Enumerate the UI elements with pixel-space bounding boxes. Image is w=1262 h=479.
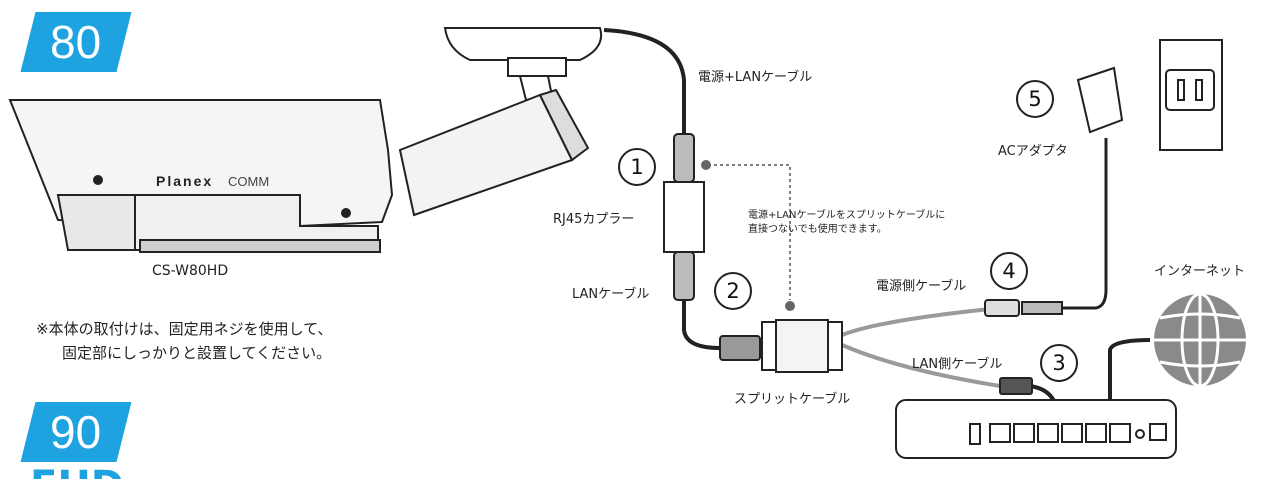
camera-illustration: [8, 27, 602, 253]
outlet-slot-right: [1195, 79, 1203, 101]
power-side-cable-label: 電源側ケーブル: [876, 279, 967, 294]
router-port-4: [1061, 423, 1083, 443]
power-lan-cable-line: [603, 28, 686, 134]
router: [895, 399, 1177, 459]
step-2: 2: [714, 272, 752, 310]
camera-brand-text: Planex: [156, 173, 213, 189]
dot-marker-bottom: [785, 301, 795, 311]
camera-bracket: [398, 93, 574, 217]
router-reset: [1135, 429, 1145, 439]
camera-lower-body: [134, 194, 379, 251]
camera-brand-suffix: COMM: [228, 174, 269, 189]
rj45-plug-top: [673, 133, 695, 183]
rj45-coupler-label: RJ45カプラー: [553, 212, 635, 227]
outlet-slot-left: [1177, 79, 1185, 101]
split-cable-plug: [719, 335, 761, 361]
ceiling-mount: [443, 27, 602, 61]
camera-screw-left: [93, 175, 103, 185]
power-lan-cable-label: 電源+LANケーブル: [698, 70, 813, 85]
camera-model-label: CS-W80HD: [152, 263, 229, 279]
step-1: 1: [618, 148, 656, 186]
direct-note-line-2: 直接つないでも使用できます。: [748, 224, 887, 235]
internet-globe-icon: [1154, 292, 1246, 388]
mount-neck: [507, 57, 567, 77]
ac-adapter-body: [1076, 66, 1124, 134]
lan-side-plug: [999, 377, 1033, 395]
lan-side-cable-line: [841, 343, 1001, 388]
outlet-socket: [1165, 69, 1215, 111]
cables: [603, 28, 1151, 432]
router-port-3: [1037, 423, 1059, 443]
split-cable-body: [775, 319, 829, 373]
rj45-coupler-body: [663, 181, 705, 253]
router-wan-link: [1108, 338, 1151, 432]
power-side-cable-line: [841, 306, 1001, 337]
direct-note-line-1: 電源+LANケーブルをスプリットケーブルに: [748, 210, 946, 221]
router-body: [895, 399, 1177, 459]
badge-fhd-text: FHD: [30, 466, 124, 479]
bracket-side: [538, 88, 590, 162]
router-dc-in: [1149, 423, 1167, 441]
step-5: 5: [1016, 80, 1054, 118]
power-equipment: [1076, 39, 1223, 151]
rj45-plug-bottom: [673, 251, 695, 301]
step-4: 4: [990, 252, 1028, 290]
note-line-2: 固定部にしっかりと設置してください。: [62, 344, 332, 362]
router-power-switch: [969, 423, 981, 445]
connectors: [663, 133, 1063, 395]
router-port-2: [1013, 423, 1035, 443]
lan-cable-label: LANケーブル: [572, 287, 650, 302]
split-cable-label: スプリットケーブル: [734, 392, 851, 407]
lan-cable-line: [682, 300, 721, 350]
router-port-1: [989, 423, 1011, 443]
step-3: 3: [1040, 344, 1078, 382]
lan-side-cable-label: LAN側ケーブル: [912, 357, 1003, 372]
router-port-wan: [1109, 423, 1131, 443]
note-line-1: ※本体の取付けは、固定用ネジを使用して、: [36, 320, 333, 338]
camera-lens-hood: [56, 194, 136, 251]
power-plug-female: [984, 299, 1020, 317]
router-port-5: [1085, 423, 1107, 443]
camera-base: [139, 239, 381, 253]
camera-screw-right: [341, 208, 351, 218]
power-plug-male: [1021, 301, 1063, 315]
ac-adapter-cable: [1060, 138, 1108, 310]
dot-marker-top: [701, 160, 711, 170]
ac-adapter-label: ACアダプタ: [998, 144, 1068, 159]
internet-label: インターネット: [1154, 264, 1246, 279]
